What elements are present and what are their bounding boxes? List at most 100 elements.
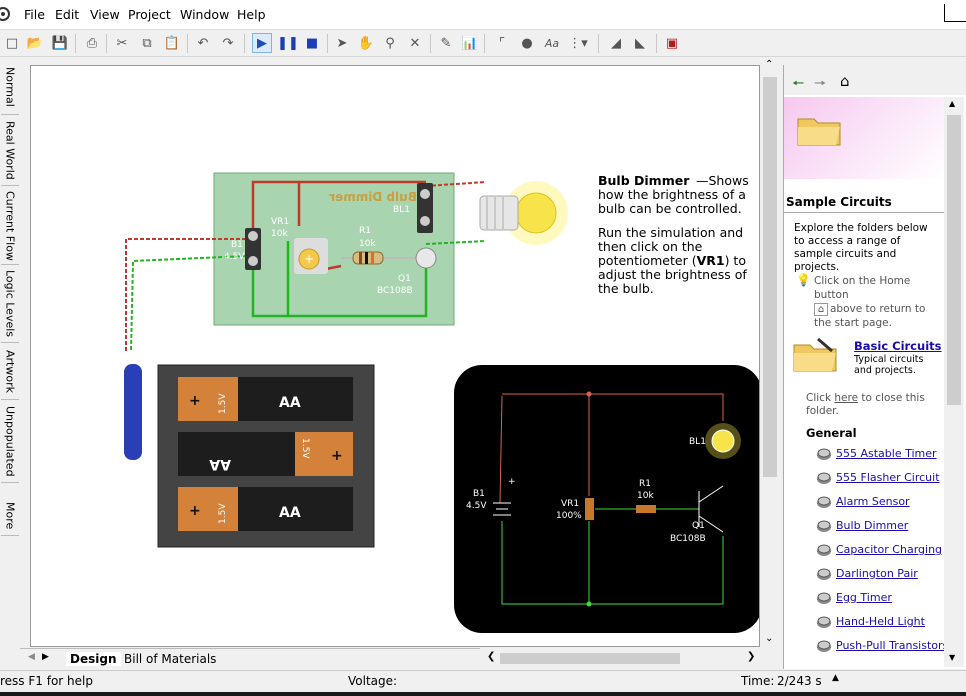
save-icon[interactable]: 💾 [51, 35, 69, 51]
circuit-link-egg-timer[interactable]: Egg Timer [836, 591, 892, 604]
circuit-link-555-flasher[interactable]: 555 Flasher Circuit [836, 471, 940, 484]
junction-icon[interactable]: ● [521, 35, 533, 51]
tab-logic-levels[interactable]: Logic Levels [1, 266, 19, 343]
component-book-icon[interactable]: ▣ [665, 35, 679, 51]
svg-text:AA: AA [209, 456, 231, 472]
tab-scroll-left-icon[interactable]: ◀ [28, 652, 35, 662]
menu-window[interactable]: Window [180, 7, 230, 22]
tab-real-world[interactable]: Real World [1, 116, 19, 186]
circuit-icon [817, 592, 831, 604]
pause-icon[interactable]: ❚❚ [277, 35, 299, 51]
canvas-vertical-scrollbar[interactable]: ⌃ ⌄ [761, 57, 779, 649]
pen-icon[interactable]: ✎ [440, 35, 452, 51]
panel-scroll-up-icon[interactable]: ▲ [949, 99, 956, 108]
svg-text:Q1: Q1 [398, 274, 411, 284]
small-home-icon: ⌂ [814, 303, 828, 316]
zoom-icon[interactable]: ⚲ [385, 35, 395, 51]
schematic-vr1[interactable] [585, 498, 594, 520]
probe-icon[interactable]: ✕ [409, 35, 421, 51]
print-icon[interactable]: ⎙ [86, 35, 98, 51]
hscroll-right-icon[interactable]: ❯ [747, 651, 756, 662]
basic-circuits-link[interactable]: Basic Circuits [854, 339, 942, 353]
hscroll-left-icon[interactable]: ❮ [487, 651, 496, 662]
undo-icon[interactable]: ↶ [197, 35, 209, 51]
basic-circuits-folder-icon[interactable] [792, 335, 840, 375]
here-link[interactable]: here [834, 392, 859, 404]
tab-design[interactable]: Design [66, 652, 121, 666]
panel-scroll-down-icon[interactable]: ▼ [949, 653, 956, 662]
svg-text:4.5V: 4.5V [466, 501, 487, 511]
play-icon[interactable]: ▶ [252, 33, 272, 53]
circuit-link-555-astable-timer[interactable]: 555 Astable Timer [836, 447, 937, 460]
menu-file[interactable]: File [24, 7, 45, 22]
paste-icon[interactable]: 📋 [163, 35, 181, 51]
circuit-link-push-pull-transistors[interactable]: Push-Pull Transistors [836, 639, 944, 652]
svg-text:+: + [508, 477, 516, 487]
circuit-link-darlington-pair[interactable]: Darlington Pair [836, 567, 918, 580]
view-tabs: Normal Real World Current Flow Logic Lev… [0, 60, 20, 545]
time-scroll-icon[interactable]: ▲ [832, 673, 839, 683]
description-title-line: Bulb Dimmer [598, 173, 690, 188]
wire-icon[interactable]: ⌜ [498, 35, 506, 51]
circuit-icon [817, 520, 831, 532]
scroll-down-icon[interactable]: ⌄ [765, 633, 774, 644]
flip-vertical-icon[interactable]: ◣ [635, 35, 645, 51]
back-arrow-icon[interactable]: 🠔 [792, 76, 805, 92]
canvas-horizontal-scrollbar[interactable]: ❮ ❯ [484, 650, 759, 667]
circuit-icon [817, 544, 831, 556]
tab-current-flow[interactable]: Current Flow [1, 187, 19, 265]
open-icon[interactable]: 📂 [26, 35, 44, 51]
svg-text:10k: 10k [271, 229, 288, 239]
tab-unpopulated[interactable]: Unpopulated [1, 401, 19, 483]
text-icon[interactable]: Aa [544, 36, 560, 50]
tab-more[interactable]: More [1, 496, 19, 536]
menu-edit[interactable]: Edit [55, 7, 80, 22]
circuit-icon [817, 496, 831, 508]
hand-icon[interactable]: ✋ [357, 35, 375, 51]
scroll-thumb[interactable] [763, 77, 777, 477]
copy-icon[interactable]: ⧉ [142, 35, 152, 51]
new-icon[interactable]: □ [5, 35, 19, 51]
board-label: Bulb Dimmer [329, 190, 417, 204]
tab-scroll-right-icon[interactable]: ▶ [42, 652, 49, 662]
svg-text:B1: B1 [473, 489, 485, 499]
forward-arrow-icon[interactable]: 🠖 [814, 76, 827, 92]
graph-icon[interactable]: 📊 [461, 35, 479, 51]
hscroll-thumb[interactable] [500, 653, 680, 664]
cut-icon[interactable]: ✂ [116, 35, 128, 51]
svg-text:BL1: BL1 [689, 437, 706, 447]
tab-normal[interactable]: Normal [1, 60, 19, 115]
app-icon [0, 7, 10, 21]
home-icon[interactable]: ⌂ [840, 72, 850, 90]
circuit-icon [817, 640, 831, 652]
svg-text:10k: 10k [359, 239, 376, 249]
menu-project[interactable]: Project [128, 7, 171, 22]
design-canvas[interactable]: Bulb Dimmer B1 4.5V BL1 VR [30, 65, 760, 647]
menu-help[interactable]: Help [237, 7, 266, 22]
align-icon[interactable]: ⋮▾ [568, 35, 588, 51]
select-arrow-icon[interactable]: ➤ [336, 35, 348, 51]
tab-artwork[interactable]: Artwork [1, 344, 19, 400]
menu-view[interactable]: View [90, 7, 120, 22]
panel-nav: 🠔 🠖 ⌂ [784, 65, 966, 95]
battery-connector [124, 364, 142, 460]
flip-horizontal-icon[interactable]: ◢ [611, 35, 621, 51]
panel-scrollbar[interactable]: ▲ ▼ [944, 97, 964, 667]
basic-circuits-desc: Typical circuits and projects. [854, 354, 924, 376]
svg-text:100%: 100% [556, 511, 582, 521]
taskbar-edge [0, 692, 966, 696]
stop-icon[interactable]: ■ [305, 35, 319, 51]
minimize-button[interactable] [944, 4, 966, 22]
tab-bill-of-materials[interactable]: Bill of Materials [124, 652, 217, 666]
redo-icon[interactable]: ↷ [222, 35, 234, 51]
battery-1: + 1.5V AA [178, 377, 353, 421]
circuit-link-hand-held-light[interactable]: Hand-Held Light [836, 615, 925, 628]
circuit-link-bulb-dimmer[interactable]: Bulb Dimmer [836, 519, 909, 532]
svg-text:+: + [189, 393, 201, 409]
circuit-link-capacitor-charging[interactable]: Capacitor Charging [836, 543, 943, 556]
circuit-link-alarm-sensor[interactable]: Alarm Sensor [836, 495, 910, 508]
svg-text:R1: R1 [359, 226, 371, 236]
svg-text:1.5V: 1.5V [218, 503, 228, 524]
scroll-up-icon[interactable]: ⌃ [765, 59, 774, 70]
panel-scroll-thumb[interactable] [947, 115, 961, 405]
